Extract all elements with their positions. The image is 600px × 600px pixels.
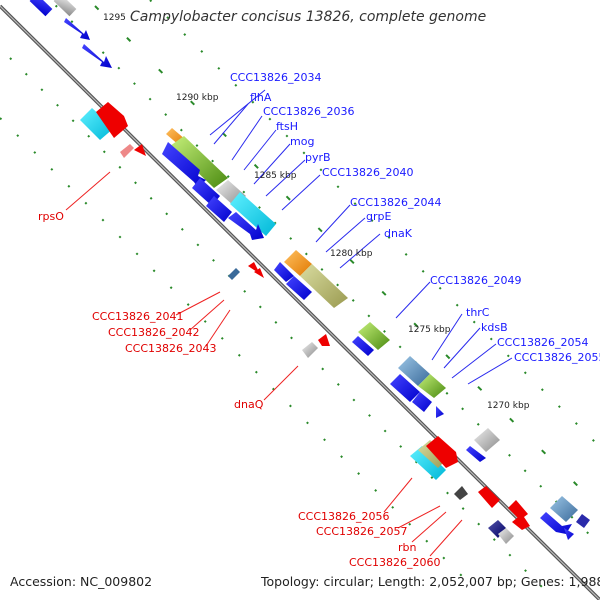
map-title: Campylobacter concisus 13826, complete g… bbox=[130, 9, 487, 25]
gene-label[interactable]: mog bbox=[290, 135, 314, 148]
gene-label[interactable]: CCC13826_2054 bbox=[497, 336, 589, 349]
tick-label-1280: 1280 kbp bbox=[330, 249, 373, 259]
gene-label[interactable]: rpsO bbox=[38, 210, 64, 223]
gene-label[interactable]: CCC13826_2057 bbox=[316, 525, 408, 538]
tick-label-1275: 1275 kbp bbox=[408, 325, 451, 335]
tick-label-1290: 1290 kbp bbox=[176, 93, 219, 103]
genome-summary-text: Topology: circular; Length: 2,052,007 bp… bbox=[261, 574, 600, 589]
gene-label[interactable]: ftsH bbox=[276, 120, 298, 133]
forward-genes-inner bbox=[162, 142, 574, 540]
gene-label[interactable]: CCC13826_2040 bbox=[322, 166, 414, 179]
gene-label[interactable]: rbn bbox=[398, 541, 417, 554]
gene-label[interactable]: thrC bbox=[466, 306, 490, 319]
reverse-gene-labels: rpsO CCC13826_2041 CCC13826_2042 CCC1382… bbox=[38, 210, 441, 569]
gene-label[interactable]: dnaQ bbox=[234, 398, 264, 411]
forward-gene-labels: CCC13826_2034 flhA CCC13826_2036 ftsH mo… bbox=[230, 71, 600, 364]
forward-genes-outer bbox=[29, 0, 590, 528]
label-connectors bbox=[65, 89, 513, 557]
tick-label-1270: 1270 kbp bbox=[487, 401, 530, 411]
tick-label-1295: 1295 bbox=[103, 13, 126, 23]
gene-label[interactable]: CCC13826_2060 bbox=[349, 556, 441, 569]
gene-label[interactable]: grpE bbox=[366, 210, 391, 223]
gene-label[interactable]: CCC13826_2041 bbox=[92, 310, 184, 323]
gene-label[interactable]: CCC13826_2044 bbox=[350, 196, 442, 209]
gene-label[interactable]: CCC13826_2043 bbox=[125, 342, 217, 355]
tick-label-1285: 1285 kbp bbox=[254, 171, 297, 181]
tick-labels: 1295 1290 kbp 1285 kbp 1280 kbp 1275 kbp… bbox=[103, 13, 530, 411]
accession-text: Accession: NC_009802 bbox=[10, 574, 153, 589]
gene-label[interactable]: dnaK bbox=[384, 227, 413, 240]
genome-backbone bbox=[0, 4, 600, 600]
gene-label[interactable]: CCC13826_2034 bbox=[230, 71, 322, 84]
reverse-genes bbox=[80, 102, 530, 544]
gene-label[interactable]: flhA bbox=[250, 91, 272, 104]
gene-label[interactable]: CCC13826_2049 bbox=[430, 274, 522, 287]
gene-label[interactable]: CCC13826_2042 bbox=[108, 326, 200, 339]
gene-label[interactable]: CCC13826_2036 bbox=[263, 105, 355, 118]
gene-label[interactable]: pyrB bbox=[305, 151, 331, 164]
gene-label[interactable]: CCC13826_2055 bbox=[514, 351, 600, 364]
gene-label[interactable]: kdsB bbox=[481, 321, 508, 334]
gene-label[interactable]: CCC13826_2056 bbox=[298, 510, 390, 523]
